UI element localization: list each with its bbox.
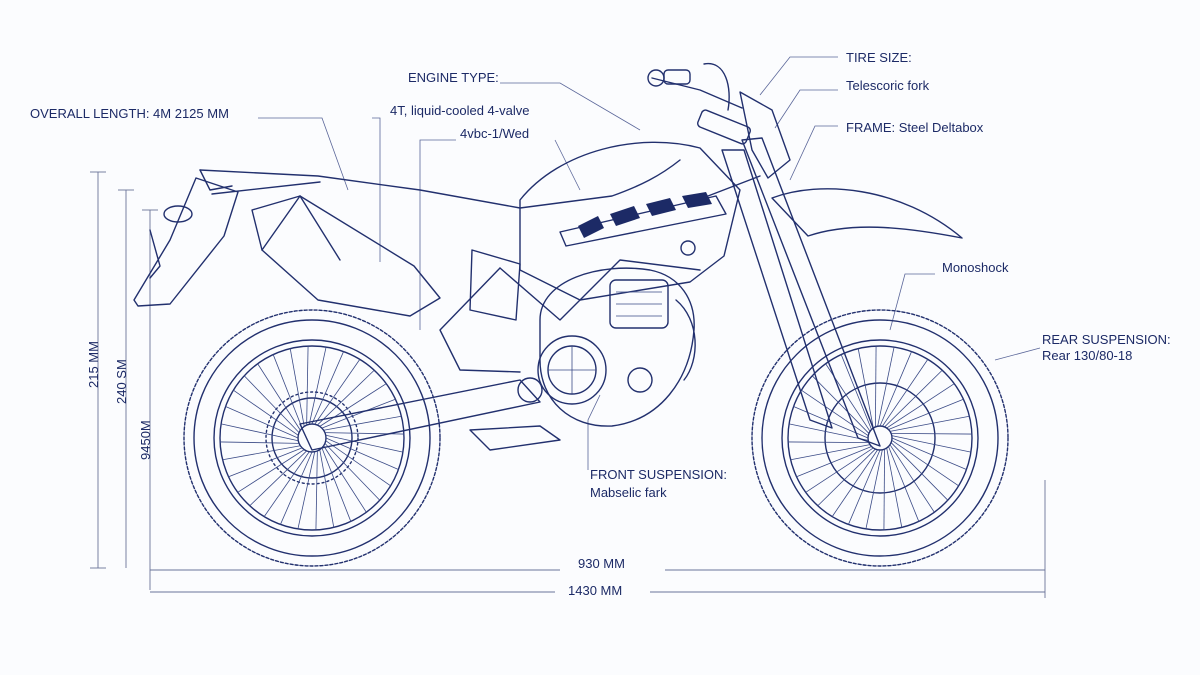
wheel-spoke	[886, 447, 903, 528]
wheel-spoke	[879, 351, 912, 427]
wheel-spoke	[884, 369, 943, 428]
wheel-spoke	[877, 347, 895, 427]
exhaust-muffler	[251, 195, 441, 317]
wheel-spoke	[796, 446, 872, 478]
wheel-spoke	[317, 369, 375, 426]
height-middle-dimension: 240 SM	[114, 359, 129, 404]
wheel-spoke	[314, 359, 361, 425]
wheel-spoke	[875, 346, 877, 427]
wheel-spoke	[308, 346, 327, 425]
wheel-spoke	[811, 375, 870, 434]
height-inner-dimension: 9450M	[138, 420, 153, 460]
wheel-spoke	[891, 437, 967, 470]
wheel-spoke	[891, 440, 959, 487]
wheel-spoke	[222, 445, 301, 461]
engine-type-title: ENGINE TYPE:	[408, 70, 499, 85]
wheel-spoke	[321, 447, 352, 522]
wheel-spoke	[790, 444, 871, 461]
wheel-spoke	[817, 448, 876, 507]
wheel-spoke	[257, 363, 301, 431]
wheel-spoke	[321, 398, 396, 429]
engine-type-value: 4T, liquid-cooled 4-valve	[390, 103, 530, 118]
wheel-spoke	[319, 383, 387, 427]
overall-length-label: OVERALL LENGTH: 4M 2125 MM	[30, 106, 229, 121]
wheel-spoke	[243, 375, 300, 433]
wheel-spoke	[325, 437, 399, 470]
wheel-spoke	[325, 440, 391, 487]
monoshock-label: Monoshock	[942, 260, 1009, 275]
wheel-spoke	[891, 435, 971, 453]
height-outer-dimension: 215 MM	[86, 341, 101, 388]
front-fender	[771, 188, 963, 239]
wheel-spoke	[324, 443, 381, 501]
front-wheel	[751, 309, 1009, 567]
wheel-spoke	[805, 447, 874, 493]
handlebar	[647, 63, 791, 179]
wheel-spoke	[891, 433, 972, 435]
wheel-spoke	[249, 450, 307, 507]
wheel-spoke	[220, 441, 300, 444]
wheel-spoke	[886, 383, 955, 429]
wheel-spoke	[848, 449, 881, 525]
wheel-spoke	[890, 442, 949, 501]
engine-type-extra: 4vbc-1/Wed	[460, 126, 530, 141]
front-fork	[697, 109, 881, 447]
wheel-spoke	[865, 449, 883, 529]
frame-swingarm	[299, 249, 701, 451]
wheel-spoke	[306, 346, 309, 426]
wheel-spoke	[280, 451, 313, 525]
wheel-spoke	[889, 444, 935, 513]
wheel-spoke	[225, 406, 299, 439]
telescopic-fork-label: Telescoric fork	[846, 78, 930, 93]
rear-suspension-value: Rear 130/80-18	[1042, 348, 1133, 363]
wheel-spoke	[888, 446, 920, 522]
wheel-spoke	[888, 398, 964, 430]
rear-suspension-title: REAR SUSPENSION:	[1042, 332, 1171, 347]
fuel-tank-shroud	[519, 141, 741, 301]
wheel-spoke	[315, 450, 318, 530]
wheel-spoke	[220, 423, 299, 442]
length-bottom-dimension: 1430 MM	[568, 583, 623, 598]
wheel-spoke	[263, 451, 310, 517]
wheel-spoke	[228, 447, 303, 478]
wheel-spoke	[788, 441, 869, 443]
wheel-spoke	[801, 389, 869, 436]
wheel-spoke	[857, 348, 874, 429]
wheel-spoke	[831, 449, 878, 517]
front-suspension-title: FRONT SUSPENSION:	[590, 467, 728, 482]
wheel-spoke	[272, 354, 303, 429]
wheel-spoke	[323, 415, 402, 431]
seat-rear-fender	[133, 159, 681, 307]
wheel-spoke	[289, 348, 305, 427]
wheel-spoke	[882, 359, 929, 427]
wheel-spoke	[319, 449, 335, 528]
wheel-spoke	[297, 451, 316, 530]
wheel-spoke	[233, 389, 299, 436]
wheel-spoke	[840, 354, 872, 430]
front-suspension-value: Mabselic fark	[590, 485, 667, 500]
wheel-spoke	[883, 449, 885, 530]
wheel-spoke	[889, 415, 970, 432]
engine	[469, 267, 696, 451]
leader-lines	[258, 56, 1041, 470]
wheel-spoke	[311, 351, 344, 425]
wheel-spoke	[325, 434, 404, 453]
wheel-spoke	[237, 449, 305, 493]
wheel-spoke	[323, 445, 367, 513]
rear-wheel	[183, 309, 441, 567]
wheel-spoke	[789, 423, 869, 441]
wheelbase-dimension: 930 MM	[578, 556, 625, 571]
frame-label: FRAME: Steel Deltabox	[846, 120, 984, 135]
tire-size-label: TIRE SIZE:	[846, 50, 912, 65]
